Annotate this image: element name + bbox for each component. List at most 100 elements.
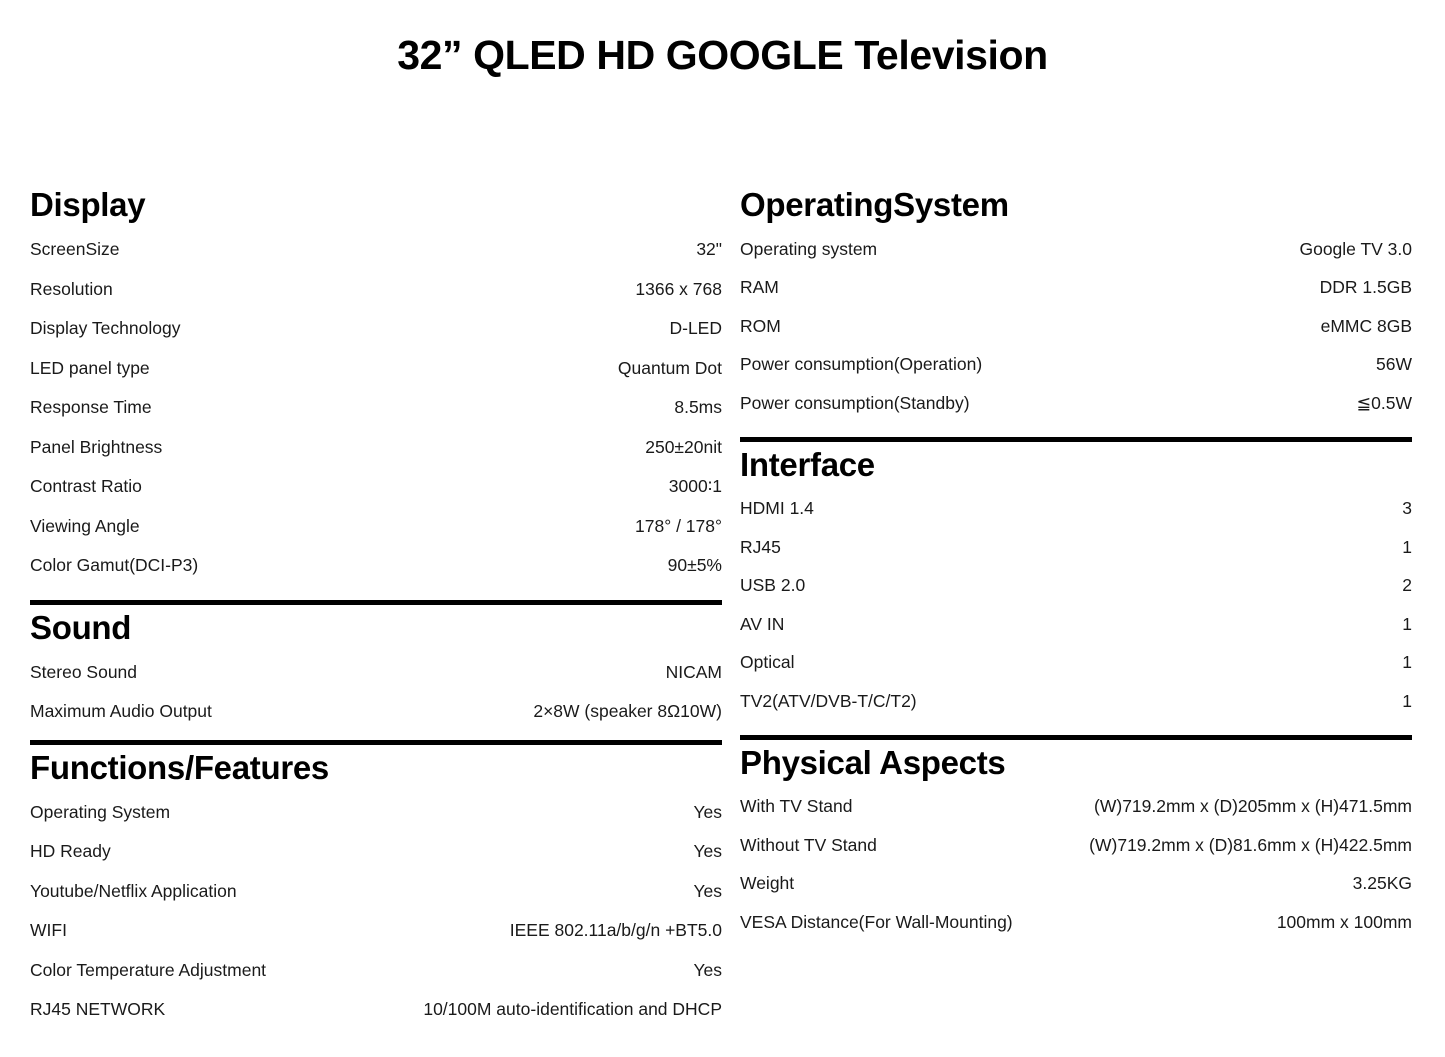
spec-row: TV2(ATV/DVB-T/C/T2) 1 — [740, 682, 1412, 721]
spec-value: D-LED — [669, 318, 722, 338]
section-heading-operating-system: OperatingSystem — [740, 186, 1009, 223]
spacer — [30, 586, 722, 600]
spec-label: RJ45 NETWORK — [30, 999, 166, 1019]
spec-value: 32" — [696, 239, 722, 259]
section-heading-display: Display — [30, 186, 146, 223]
spec-row: RJ45 NETWORK 10/100M auto-identification… — [30, 990, 722, 1030]
spec-value: 56W — [1376, 354, 1412, 374]
spec-value: 1 — [1402, 536, 1412, 557]
spec-label: Panel Brightness — [30, 436, 163, 457]
spec-row: Color Gamut(DCI-P3) 90±5% — [30, 546, 722, 586]
spec-columns: Display ScreenSize 32" Resolution 1366 x… — [0, 182, 1445, 1030]
spec-label: Maximum Audio Output — [30, 701, 212, 721]
spec-label: Without TV Stand — [740, 834, 877, 855]
spec-label: Stereo Sound — [30, 661, 138, 682]
spec-label: RAM — [740, 277, 779, 297]
spec-label: WIFI — [30, 920, 67, 940]
spec-row: ROM eMMC 8GB — [740, 307, 1412, 346]
spec-row: ScreenSize 32" — [30, 230, 722, 270]
spec-label: Operating System — [30, 801, 171, 822]
spec-row: Stereo Sound NICAM — [30, 653, 722, 693]
spec-label: RJ45 — [740, 536, 781, 557]
spec-label: Operating system — [740, 238, 878, 259]
spec-value: 2×8W (speaker 8Ω10W) — [533, 701, 722, 721]
section-heading-interface: Interface — [740, 445, 875, 483]
section-operating-system: OperatingSystem Operating system Google … — [740, 182, 1412, 423]
spec-label: AV IN — [740, 613, 785, 634]
spec-row: Without TV Stand (W)719.2mm x (D)81.6mm … — [740, 826, 1412, 865]
spec-value: IEEE 802.11a/b/g/n +BT5.0 — [509, 920, 722, 940]
spec-label: HDMI 1.4 — [740, 498, 814, 518]
spec-value: 10/100M auto-identification and DHCP — [423, 999, 722, 1019]
spec-row: VESA Distance(For Wall-Mounting) 100mm x… — [740, 903, 1412, 942]
spec-label: ScreenSize — [30, 239, 120, 259]
spec-value: (W)719.2mm x (D)205mm x (H)471.5mm — [1094, 796, 1412, 816]
spec-row: USB 2.0 2 — [740, 567, 1412, 606]
spec-value: 100mm x 100mm — [1276, 911, 1412, 932]
spec-value: 1 — [1402, 652, 1412, 672]
spec-label: LED panel type — [30, 357, 150, 378]
spec-row: RJ45 1 — [740, 528, 1412, 567]
spec-label: Power consumption(Standby) — [740, 392, 970, 413]
spec-row: Operating System Yes — [30, 793, 722, 833]
section-divider — [30, 599, 722, 605]
spec-row: Viewing Angle 178° / 178° — [30, 507, 722, 547]
spec-value: (W)719.2mm x (D)81.6mm x (H)422.5mm — [1089, 834, 1412, 855]
spec-value: 250±20nit — [645, 436, 722, 457]
spec-label: ROM — [740, 315, 781, 336]
section-interface: Interface HDMI 1.4 3 RJ45 1 USB 2.0 2 AV… — [740, 442, 1412, 721]
spec-row: AV IN 1 — [740, 605, 1412, 644]
spec-row: Optical 1 — [740, 644, 1412, 683]
spec-value: 1 — [1402, 690, 1412, 711]
spec-label: Youtube/Netflix Application — [30, 880, 237, 901]
section-display: Display ScreenSize 32" Resolution 1366 x… — [30, 182, 722, 586]
spec-row: HD Ready Yes — [30, 832, 722, 872]
spec-value: Yes — [693, 801, 722, 822]
spec-row: Power consumption(Standby) ≦0.5W — [740, 384, 1412, 423]
section-divider — [740, 436, 1412, 442]
spec-value: Google TV 3.0 — [1299, 238, 1412, 259]
spec-row: Resolution 1366 x 768 — [30, 270, 722, 310]
spec-value: 1366 x 768 — [635, 278, 722, 299]
spec-row: HDMI 1.4 3 — [740, 490, 1412, 529]
spec-value: 2 — [1402, 575, 1412, 595]
spec-row: Weight 3.25KG — [740, 865, 1412, 904]
spec-row: Operating system Google TV 3.0 — [740, 230, 1412, 269]
spec-label: Resolution — [30, 278, 113, 299]
spec-value: ≦0.5W — [1356, 392, 1412, 413]
spec-value: Quantum Dot — [617, 357, 722, 378]
spec-row: Panel Brightness 250±20nit — [30, 428, 722, 468]
spec-row: With TV Stand (W)719.2mm x (D)205mm x (H… — [740, 788, 1412, 827]
spec-label: Color Gamut(DCI-P3) — [30, 555, 199, 575]
spec-value: Yes — [693, 959, 722, 980]
spec-value: 1 — [1402, 613, 1412, 634]
page-title: 32” QLED HD GOOGLE Television — [397, 32, 1048, 78]
spec-row: Display Technology D-LED — [30, 309, 722, 349]
spec-row: LED panel type Quantum Dot — [30, 349, 722, 389]
spec-value: Yes — [693, 841, 722, 861]
section-divider — [30, 739, 722, 745]
spec-label: TV2(ATV/DVB-T/C/T2) — [740, 690, 917, 711]
spec-label: Optical — [740, 652, 795, 672]
section-functions-features: Functions/Features Operating System Yes … — [30, 745, 722, 1030]
spec-value: 178° / 178° — [635, 515, 722, 536]
spec-row: Maximum Audio Output 2×8W (speaker 8Ω10W… — [30, 692, 722, 732]
spec-value: 3.25KG — [1352, 873, 1412, 893]
spec-row: WIFI IEEE 802.11a/b/g/n +BT5.0 — [30, 911, 722, 951]
spec-label: Color Temperature Adjustment — [30, 959, 267, 980]
section-physical-aspects: Physical Aspects With TV Stand (W)719.2m… — [740, 740, 1412, 942]
left-column: Display ScreenSize 32" Resolution 1366 x… — [0, 182, 722, 1030]
spec-value: NICAM — [665, 661, 722, 682]
section-heading-functions-features: Functions/Features — [30, 748, 329, 786]
spec-value: 3000∶1 — [668, 476, 722, 496]
section-divider — [740, 734, 1412, 740]
spacer — [30, 732, 722, 740]
spec-row: Power consumption(Operation) 56W — [740, 346, 1412, 385]
spec-row: Youtube/Netflix Application Yes — [30, 872, 722, 912]
spec-row: Color Temperature Adjustment Yes — [30, 951, 722, 991]
spec-value: 90±5% — [667, 555, 722, 575]
spec-label: Weight — [740, 873, 795, 893]
spec-label: Response Time — [30, 397, 152, 417]
spec-row: Response Time 8.5ms — [30, 388, 722, 428]
spec-value: Yes — [693, 880, 722, 901]
